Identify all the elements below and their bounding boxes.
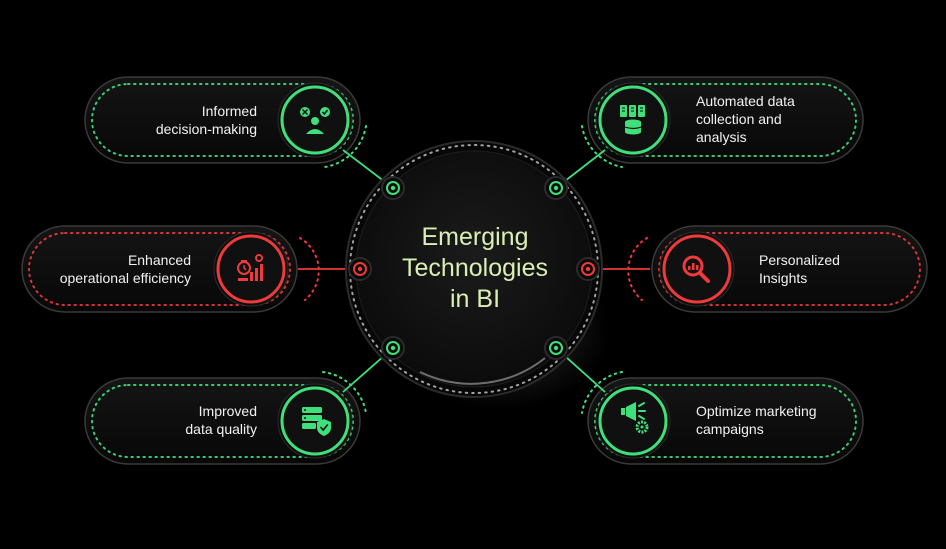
center-title-line-2: Technologies (402, 254, 548, 282)
magnifier-chart-icon (682, 255, 710, 283)
pill-personalized-insights (651, 225, 928, 313)
label-line: collection and (696, 111, 782, 127)
label-automated-data-collection: Automated data collection and analysis (696, 92, 846, 146)
pill-optimize-marketing-campaigns (587, 377, 864, 465)
label-line: Enhanced (127, 252, 191, 268)
node-bottom-right (544, 336, 568, 360)
label-line: campaigns (696, 421, 764, 437)
pill-enhanced-operational-efficiency (21, 225, 298, 313)
data-stack-icon (620, 105, 645, 135)
label-optimize-marketing-campaigns: Optimize marketing campaigns (696, 402, 846, 438)
node-bottom-left (381, 336, 405, 360)
center-title-line-1: Emerging (421, 223, 529, 251)
central-hub (345, 140, 603, 398)
node-mid-right (576, 257, 600, 281)
label-line: Informed (201, 103, 257, 119)
label-line: data quality (185, 421, 257, 437)
label-line: Optimize marketing (696, 403, 817, 419)
node-mid-left (348, 257, 372, 281)
label-line: Insights (759, 270, 808, 286)
center-title: Emerging Technologies in BI (360, 222, 590, 315)
node-top-left (381, 176, 405, 200)
megaphone-gear-icon (621, 402, 649, 434)
center-title-line-3: in BI (449, 285, 501, 313)
label-informed-decision-making: Informed decision-making (100, 102, 257, 138)
accent-dots (299, 125, 648, 414)
database-shield-icon (302, 407, 331, 436)
label-personalized-insights: Personalized Insights (759, 251, 909, 287)
label-line: analysis (696, 129, 747, 145)
efficiency-chart-icon (237, 254, 263, 281)
label-line: Improved (198, 403, 257, 419)
label-line: Automated data (696, 93, 795, 109)
hub-nodes (348, 176, 600, 360)
label-line: operational efficiency (59, 270, 191, 286)
label-improved-data-quality: Improved data quality (100, 402, 257, 438)
label-enhanced-operational-efficiency: Enhanced operational efficiency (36, 251, 191, 287)
node-top-right (544, 176, 568, 200)
label-line: decision-making (155, 121, 257, 137)
label-line: Personalized (759, 252, 840, 268)
decision-icon (300, 107, 330, 134)
